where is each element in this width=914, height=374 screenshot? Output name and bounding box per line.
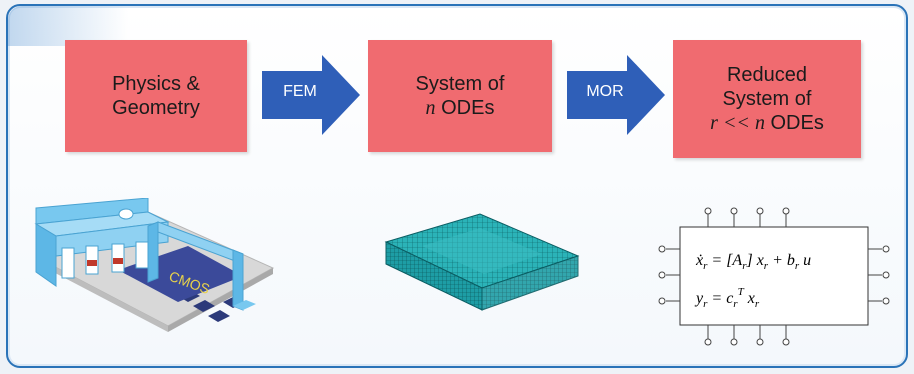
box3-line3: r << n ODEs <box>710 111 824 135</box>
box2-line1: System of <box>415 73 505 95</box>
mor-arrow-label: MOR <box>586 83 624 100</box>
equation-line-2: yr = crT xr <box>694 286 760 310</box>
box3-var-r: r <box>710 112 718 134</box>
system-of-n-odes-box: System of n ODEs <box>368 40 552 152</box>
fem-arrow-shape <box>262 55 360 135</box>
equation-line-1: ẋr = [Ar] xr + br u <box>695 252 811 272</box>
fem-mesh-illustration <box>384 213 580 311</box>
fem-arrow-label: FEM <box>283 83 317 100</box>
chip-geometry-illustration: CMOS <box>34 198 275 332</box>
box2-var-n: n <box>425 97 436 119</box>
physics-geometry-box: Physics & Geometry <box>65 40 247 152</box>
box2-odes: ODEs <box>435 97 495 119</box>
corner-accent <box>8 6 128 46</box>
box3-op: << <box>717 112 755 134</box>
reduced-system-block: ẋr = [Ar] xr + br u yr = crT xr <box>658 207 890 346</box>
box1-line1: Physics & <box>112 73 200 95</box>
mor-arrow-shape <box>567 55 665 135</box>
box3-var-n: n <box>754 112 765 134</box>
box3-odes: ODEs <box>764 112 824 134</box>
box3-line1: Reduced <box>726 64 808 86</box>
box1-line2: Geometry <box>112 97 200 119</box>
mor-arrow: MOR <box>567 55 667 135</box>
box2-line2: n ODEs <box>426 96 495 120</box>
box3-line2: System of <box>722 88 812 110</box>
system-block-rect <box>679 226 869 326</box>
fem-arrow: FEM <box>262 55 362 135</box>
reduced-system-box: Reduced System of r << n ODEs <box>673 40 861 158</box>
